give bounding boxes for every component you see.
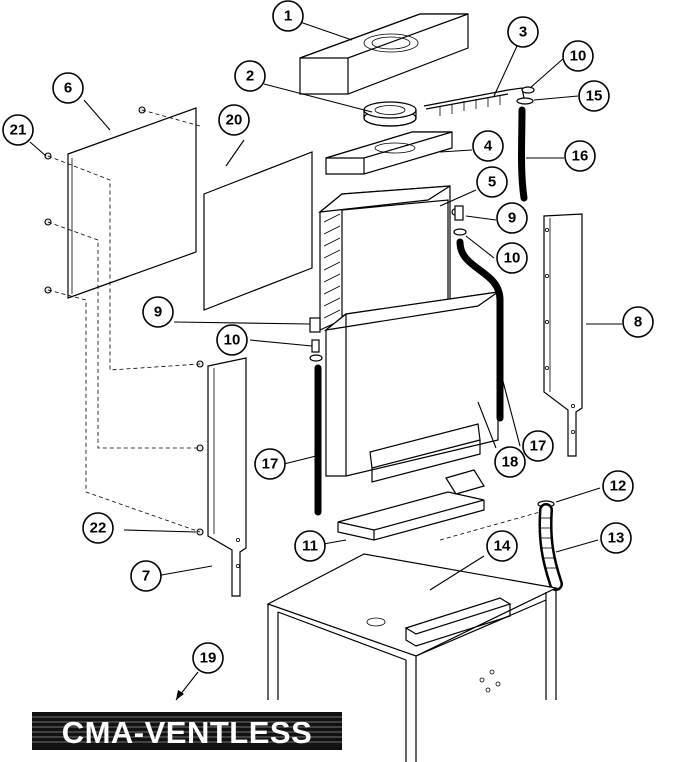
callout-15: 15 xyxy=(578,80,610,112)
callout-20: 20 xyxy=(218,104,250,136)
svg-text:13: 13 xyxy=(608,530,625,547)
callout-17-left: 17 xyxy=(254,448,286,480)
part-19-brand-logo: CMA-VENTLESS xyxy=(32,712,342,750)
svg-text:6: 6 xyxy=(64,80,72,97)
alignment-dashes xyxy=(47,109,541,541)
part-18-tank-housing xyxy=(323,291,499,483)
svg-text:2: 2 xyxy=(246,68,254,85)
callout-7: 7 xyxy=(130,560,162,592)
callout-10-right: 10 xyxy=(496,242,528,274)
svg-text:18: 18 xyxy=(502,454,519,471)
svg-text:21: 21 xyxy=(10,122,27,139)
callout-17-right: 17 xyxy=(522,430,554,462)
callout-21: 21 xyxy=(2,114,34,146)
callout-14: 14 xyxy=(486,530,518,562)
svg-text:9: 9 xyxy=(508,210,516,227)
svg-text:10: 10 xyxy=(224,332,241,349)
svg-text:22: 22 xyxy=(90,520,107,537)
part-15-fitting xyxy=(516,97,534,105)
part-10-washer-top xyxy=(521,86,535,94)
svg-text:19: 19 xyxy=(200,650,217,667)
part-3-spray-manifold xyxy=(423,87,525,116)
svg-text:20: 20 xyxy=(226,112,243,129)
part-13-drain-hose xyxy=(538,503,563,591)
callout-16: 16 xyxy=(564,140,596,172)
part-2-fan-motor xyxy=(363,101,417,127)
svg-text:12: 12 xyxy=(610,478,627,495)
callout-1: 1 xyxy=(272,0,304,32)
brand-logo-text: CMA-VENTLESS xyxy=(62,715,313,750)
callout-10-top: 10 xyxy=(562,40,594,72)
part-10-washer-right xyxy=(453,228,467,236)
part-17-hose-right xyxy=(456,238,504,422)
svg-text:14: 14 xyxy=(494,538,511,555)
part-9-fitting-left xyxy=(309,317,321,353)
svg-text:9: 9 xyxy=(154,304,162,321)
part-7-left-side-panel xyxy=(207,357,247,597)
svg-text:10: 10 xyxy=(570,48,587,65)
svg-text:11: 11 xyxy=(302,538,318,555)
svg-text:1: 1 xyxy=(284,8,292,25)
part-9-fitting-right xyxy=(454,205,464,221)
part-11-drain-tray xyxy=(337,469,485,541)
callout-18: 18 xyxy=(494,446,526,478)
callout-3: 3 xyxy=(507,16,539,48)
callout-19: 19 xyxy=(192,642,224,674)
callout-5: 5 xyxy=(476,166,508,198)
svg-text:16: 16 xyxy=(572,148,589,165)
callout-22: 22 xyxy=(82,512,114,544)
callout-4: 4 xyxy=(472,130,504,162)
part-14-base-stand xyxy=(266,553,558,762)
svg-text:4: 4 xyxy=(484,138,493,155)
svg-text:8: 8 xyxy=(634,314,642,331)
svg-text:5: 5 xyxy=(488,174,496,191)
svg-text:17: 17 xyxy=(262,456,279,473)
part-4-fan-plate xyxy=(325,131,453,175)
callout-9-right: 9 xyxy=(496,202,528,234)
svg-text:7: 7 xyxy=(142,568,150,585)
part-6-back-panel xyxy=(67,107,197,299)
svg-text:3: 3 xyxy=(519,24,527,41)
part-8-right-side-panel xyxy=(543,213,583,457)
svg-text:17: 17 xyxy=(530,438,547,455)
callout-13: 13 xyxy=(600,522,632,554)
svg-text:10: 10 xyxy=(504,250,521,267)
part-22-screws xyxy=(196,360,204,536)
callout-10-left: 10 xyxy=(216,324,248,356)
part-20-filter-panel xyxy=(203,151,313,311)
callout-6: 6 xyxy=(52,72,84,104)
part-16-hose xyxy=(518,106,528,202)
callout-9-left: 9 xyxy=(142,296,174,328)
callout-2: 2 xyxy=(234,60,266,92)
callout-12: 12 xyxy=(602,470,634,502)
svg-text:15: 15 xyxy=(586,88,603,105)
callout-11: 11 xyxy=(294,530,326,562)
part-10-washer-left xyxy=(309,354,323,362)
part-1-fan-shroud xyxy=(299,13,469,95)
callout-8: 8 xyxy=(622,306,654,338)
